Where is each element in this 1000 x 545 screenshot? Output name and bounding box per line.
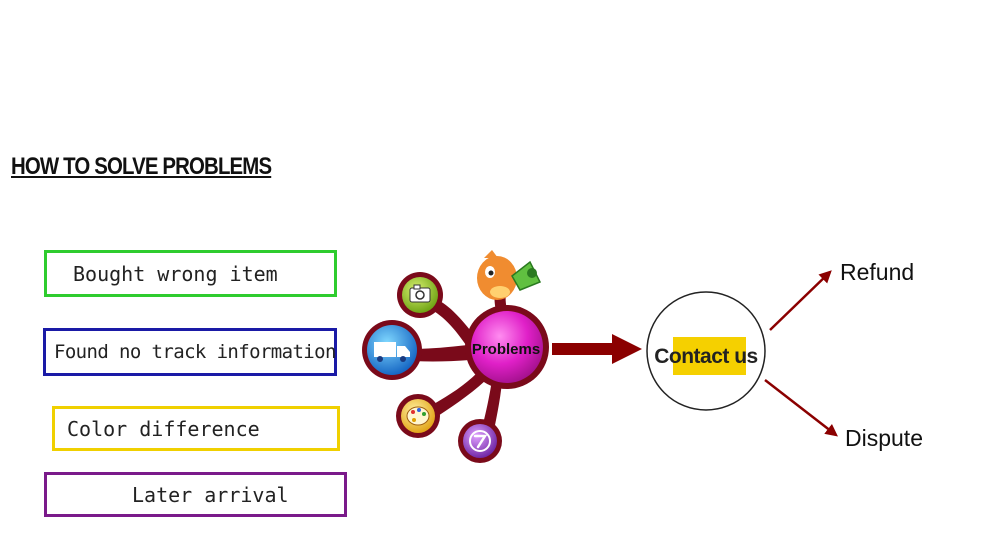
dispute-label: Dispute	[845, 425, 923, 451]
palette-icon	[396, 394, 440, 438]
contact-highlight	[673, 337, 746, 375]
problem-label: Color difference	[67, 416, 260, 441]
problem-box-bought-wrong-item: Bought wrong item	[44, 250, 337, 297]
camera-icon	[397, 272, 443, 318]
truck-icon	[362, 320, 422, 380]
seven-day-return-icon	[458, 419, 502, 463]
problems-hub: Problems	[465, 305, 549, 389]
problem-label: Later arrival	[132, 482, 289, 507]
problem-label: Found no track information	[54, 340, 336, 363]
mascot-icon	[477, 250, 542, 300]
dispute-arrow	[764, 379, 838, 437]
page-title: HOW TO SOLVE PROBLEMS	[11, 153, 272, 180]
main-arrow	[552, 334, 642, 364]
problem-label: Bought wrong item	[73, 261, 278, 286]
refund-label: Refund	[840, 259, 914, 285]
contact-node: Contact us	[646, 291, 766, 411]
problem-box-later-arrival: Later arrival	[44, 472, 347, 517]
hub-label: Problems	[472, 341, 540, 358]
problem-box-no-track-info: Found no track information	[43, 328, 337, 376]
refund-arrow	[769, 270, 832, 331]
problem-box-color-difference: Color difference	[52, 406, 340, 451]
contact-label: Contact us	[654, 345, 758, 368]
